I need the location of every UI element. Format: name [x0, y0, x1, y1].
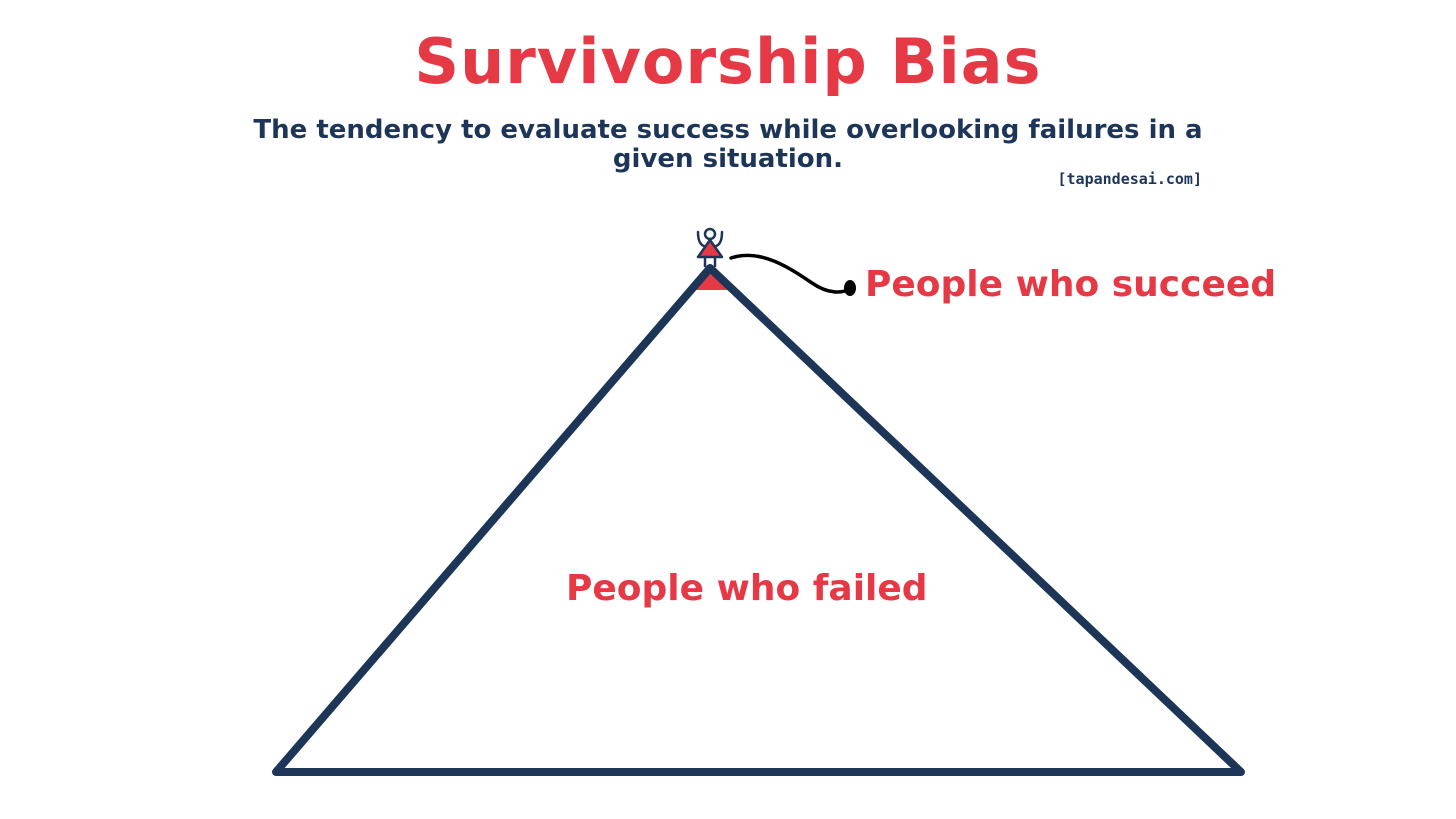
connector-arrow: [729, 253, 856, 296]
success-label: People who succeed: [865, 264, 1277, 305]
page-title: Survivorship Bias: [414, 25, 1042, 98]
failed-label: People who failed: [566, 568, 928, 609]
definition-text: The tendency to evaluate success while o…: [253, 115, 1203, 174]
failure-pyramid: [272, 264, 1245, 776]
success-apex-area: [694, 270, 728, 290]
source-credit: [tapandesai.com]: [1057, 170, 1203, 188]
person-icon: [696, 227, 724, 268]
